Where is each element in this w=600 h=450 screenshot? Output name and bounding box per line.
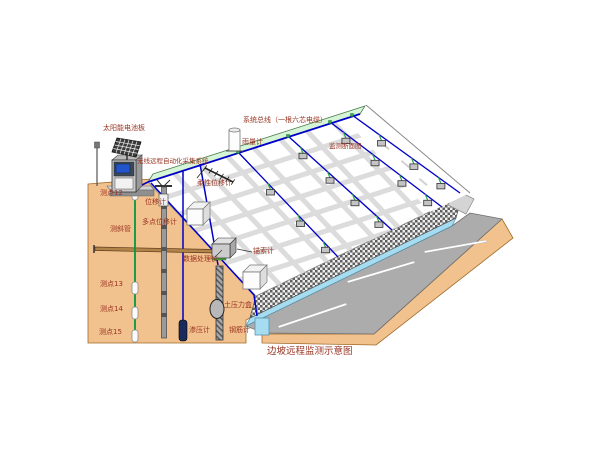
label-point-12: 测点12 [100,189,123,197]
label-point-13: 测点13 [100,280,123,288]
label-point-14: 测点14 [100,305,123,313]
label-anchor-meter: 锚索计 [253,247,274,255]
retaining-wall [249,189,475,319]
label-system-bus: 系统总线（一根六芯电缆） [243,116,327,124]
antenna [94,141,100,186]
label-data-processor: 数据处理仪 [183,255,218,263]
label-flexible-displacement: 柔性位移计 [197,179,232,187]
label-wireless-system: 无线远程自动化采集系统 [137,157,209,165]
data-cabinet [111,154,143,193]
label-seepage-meter: 渗压计 [189,326,210,334]
label-rain-gauge: 雨量计 [242,138,263,146]
label-earth-pressure-cell: 土压力盒 [224,301,252,309]
diagram-title: 边坡远程监测示意图 [267,346,353,357]
label-solar-panel: 太阳能电池板 [103,124,145,132]
label-point-15: 测点15 [99,328,122,336]
label-rebar-meter: 钢筋计 [229,326,250,334]
label-multipoint-displacement: 多点位移计 [142,218,177,226]
label-displacement: 位移计 [145,198,166,206]
label-inclinometer-tube: 测斜管 [110,225,131,233]
solar-panel [111,137,142,160]
label-monitor-section: 监测断面图 [329,142,362,150]
rain-gauge [226,127,243,152]
